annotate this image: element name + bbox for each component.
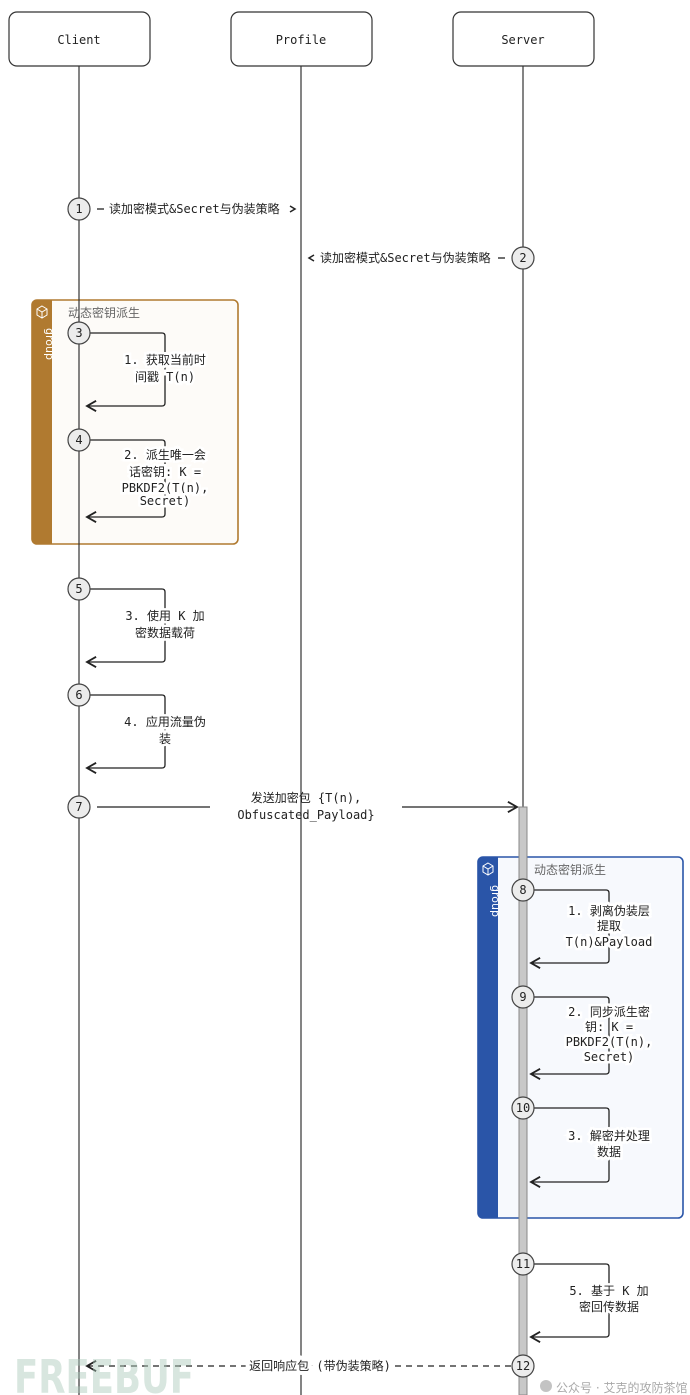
group-strip <box>478 857 498 1218</box>
message-label: 3. 解密并处理 <box>568 1128 650 1143</box>
arrow-head-icon <box>289 205 297 213</box>
group-frame: group <box>31 299 239 545</box>
step-number-badge <box>511 1252 535 1276</box>
participant-name: Profile <box>276 33 327 47</box>
self-message-arrow <box>85 588 166 668</box>
step-number: 10 <box>516 1101 530 1115</box>
step-number-badge <box>511 1354 535 1378</box>
step-number: 4 <box>75 433 82 447</box>
self-message-arrow <box>529 1107 610 1188</box>
message-label: 1. 剥离伪装层 <box>568 903 650 918</box>
step-number-badge <box>511 246 535 270</box>
step-number-badge <box>511 985 535 1009</box>
message-label: 返回响应包 (带伪装策略) <box>249 1358 391 1373</box>
step-number: 8 <box>519 883 526 897</box>
message-label: 密回传数据 <box>579 1299 639 1314</box>
step-number: 5 <box>75 582 82 596</box>
step-number-badge <box>67 428 91 452</box>
self-message-arrow <box>529 1263 610 1343</box>
self-message-arrow <box>85 332 166 412</box>
group-label: group <box>43 328 56 360</box>
group-strip <box>32 300 52 544</box>
step-number-badge <box>67 795 91 819</box>
group-frame: group <box>477 856 684 1219</box>
message-step-1: 读加密模式&Secret与伪装策略 1 <box>67 197 297 221</box>
participant-box <box>230 11 373 67</box>
step-number-badge <box>511 878 535 902</box>
self-message-arrow <box>529 889 610 969</box>
message-label: 读加密模式&Secret与伪装策略 <box>320 250 491 265</box>
watermark-text: 公众号 · 艾克的攻防茶馆 <box>556 1380 687 1395</box>
participant-server[interactable]: Server <box>452 11 595 67</box>
cube-icon <box>36 305 48 319</box>
participant-box <box>452 11 595 67</box>
message-step-2: 读加密模式&Secret与伪装策略 2 <box>307 246 535 270</box>
self-message-arrow <box>85 439 166 523</box>
message-label: 2. 同步派生密 <box>568 1004 650 1019</box>
message-label: PBKDF2(T(n), <box>566 1035 653 1049</box>
step-number: 6 <box>75 688 82 702</box>
message-step-12: 返回响应包 (带伪装策略) 12 <box>85 1354 535 1378</box>
step-number-badge <box>67 321 91 345</box>
participant-profile[interactable]: Profile <box>230 11 373 67</box>
message-label: 4. 应用流量伪 <box>124 714 206 729</box>
message-label: 5. 基于 K 加 <box>569 1284 648 1298</box>
step-number-badge <box>67 683 91 707</box>
step-number: 9 <box>519 990 526 1004</box>
participant-name: Server <box>501 33 544 47</box>
message-label: 1. 获取当前时 <box>124 352 206 367</box>
message-label: 读加密模式&Secret与伪装策略 <box>109 201 280 216</box>
participant-box <box>8 11 151 67</box>
message-label: PBKDF2(T(n), <box>122 481 209 495</box>
step-number-badge <box>67 577 91 601</box>
message-label: 发送加密包 {T(n), <box>251 790 362 805</box>
group-box <box>31 299 239 545</box>
message-step-7: 发送加密包 {T(n), Obfuscated_Payload} 7 <box>67 790 519 822</box>
message-label: 2. 派生唯一会 <box>124 448 206 462</box>
group-title: 动态密钥派生 <box>534 862 606 877</box>
step-number: 7 <box>75 800 82 814</box>
step-number: 12 <box>516 1359 530 1373</box>
cube-icon <box>482 862 494 876</box>
step-number-badge <box>67 197 91 221</box>
arrow-head-icon <box>307 254 315 262</box>
message-label: Obfuscated_Payload} <box>237 808 374 822</box>
participant-client[interactable]: Client <box>8 11 151 67</box>
step-number: 1 <box>75 202 82 216</box>
group-label: group <box>489 885 502 917</box>
message-label: 密数据载荷 <box>135 625 195 640</box>
wechat-icon <box>540 1380 552 1392</box>
message-label: 装 <box>159 732 171 746</box>
message-label: T(n)&Payload <box>566 935 653 949</box>
step-number: 11 <box>516 1257 530 1271</box>
participant-name: Client <box>57 33 100 47</box>
message-label: 3. 使用 K 加 <box>125 608 204 623</box>
step-number: 3 <box>75 326 82 340</box>
message-label: 话密钥: K = <box>129 464 201 479</box>
message-label: Secret) <box>140 494 191 508</box>
message-label: 数据 <box>597 1144 621 1159</box>
self-message-arrow <box>529 996 610 1080</box>
group-title: 动态密钥派生 <box>68 305 140 320</box>
watermark-logo: FREEBUF <box>14 1350 194 1395</box>
step-number-badge <box>511 1096 535 1120</box>
message-label: 钥: K = <box>585 1020 633 1034</box>
message-label: 间戳 T(n) <box>135 370 195 384</box>
step-number: 2 <box>519 251 526 265</box>
message-label: Secret) <box>584 1050 635 1064</box>
message-label: 提取 <box>597 918 621 933</box>
self-message-arrow <box>85 694 166 774</box>
